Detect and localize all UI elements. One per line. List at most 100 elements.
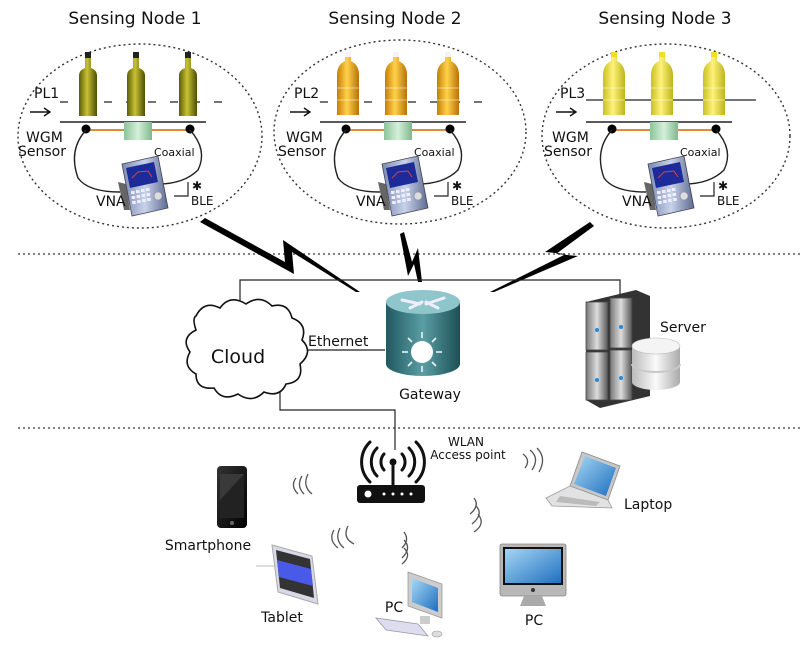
bottle-icon [179,52,197,116]
coaxial-cable [417,129,463,185]
coaxial-cable [333,129,381,193]
bottle-icon [703,52,725,115]
smartphone-icon [217,466,247,528]
sensor-port-right [445,124,455,134]
laptop-label: Laptop [624,497,672,513]
wave-pc-desk [401,531,409,565]
coaxial-cable [599,129,647,193]
sensor-label: WGM [286,130,323,146]
gateway-icon [386,290,460,376]
server-icon [585,290,681,408]
bottle-icon [603,52,625,115]
ethernet-label: Ethernet [308,334,369,350]
wlan-access-point: WLAN Access point [357,435,506,503]
flow-arrow-icon [290,107,312,117]
bottle-icon [385,52,407,115]
server: Server [585,290,706,408]
ble-connector [700,182,715,197]
ble-connector [434,182,449,197]
vna-label: VNA [622,194,652,210]
gateway-label: Gateway [399,387,461,403]
sensor-port-left [81,124,91,134]
sensor-label: Sensor [278,144,326,160]
sensor-label: Sensor [18,144,66,160]
backbone-wire [239,279,621,310]
vna-device-icon [118,155,169,217]
ble-label: BLE [451,194,474,208]
radio-waves [292,447,544,565]
sensor-port-right [185,124,195,134]
bottle-icon [437,52,459,115]
production-line-label: PL2 [294,86,319,102]
sensor-label: WGM [26,130,63,146]
wgm-resonator [384,122,412,140]
vna-label: VNA [96,194,126,210]
cloud-ap-wire [279,388,396,450]
client-smartphone: Smartphone [165,466,251,554]
client-pc-imac: PC [499,543,567,629]
wgm-resonator [650,122,678,140]
cloud-icon [185,298,309,400]
bluetooth-icon: ✱ [192,179,202,193]
bottle-icon [127,52,145,116]
client-pc-desktop: PC [375,571,443,638]
ble-label: BLE [717,194,740,208]
node-boundary [273,39,527,225]
bottle-icon [337,52,359,115]
flow-arrow-icon [556,107,578,117]
bottle-icon [79,52,97,116]
sensor-port-left [341,124,351,134]
wgm-resonator [124,122,152,140]
sensor-port-left [607,124,617,134]
client-laptop: Laptop [545,451,672,513]
wave-smartphone [292,473,313,495]
server-label: Server [660,320,706,336]
laptop-icon [545,451,621,509]
node-boundary [541,43,791,229]
sensor-label: WGM [552,130,589,146]
vna-device-icon [378,155,429,217]
ble-connector [174,182,189,197]
node-title: Sensing Node 3 [598,9,731,29]
wireless-link-node2 [400,232,422,282]
node-title: Sensing Node 2 [328,9,461,29]
pc-desktop-label: PC [385,600,403,616]
wave-tablet [331,525,355,549]
coaxial-cable [683,129,729,185]
production-line-label: PL1 [34,86,59,102]
bluetooth-icon: ✱ [718,179,728,193]
coaxial-label: Coaxial [154,146,195,159]
production-line-label: PL3 [560,86,585,102]
node-boundary [17,43,263,229]
wireless-link-node1 [200,218,360,292]
coaxial-label: Coaxial [414,146,455,159]
wifi-router-icon [357,440,426,503]
gateway: Gateway [386,290,461,403]
tablet-label: Tablet [260,610,303,626]
wave-laptop [522,447,544,473]
node-title: Sensing Node 1 [68,9,201,29]
wlan-label: WLAN [448,435,484,449]
sensor-label: Sensor [544,144,592,160]
bluetooth-icon: ✱ [452,179,462,193]
flow-arrow-icon [30,107,52,117]
wireless-link-node3 [490,222,594,292]
coaxial-cable [157,129,203,185]
ble-label: BLE [191,194,214,208]
cloud-label: Cloud [211,346,265,368]
imac-pc-icon [499,543,567,606]
coaxial-cable [73,129,121,193]
cloud: Cloud [185,298,309,400]
sensor-port-right [711,124,721,134]
smartphone-label: Smartphone [165,538,251,554]
coaxial-label: Coaxial [680,146,721,159]
pc-imac-label: PC [525,613,543,629]
access-point-label: Access point [430,448,506,462]
tablet-icon [256,544,319,605]
desktop-pc-icon [375,571,443,638]
bottle-icon [651,52,673,115]
